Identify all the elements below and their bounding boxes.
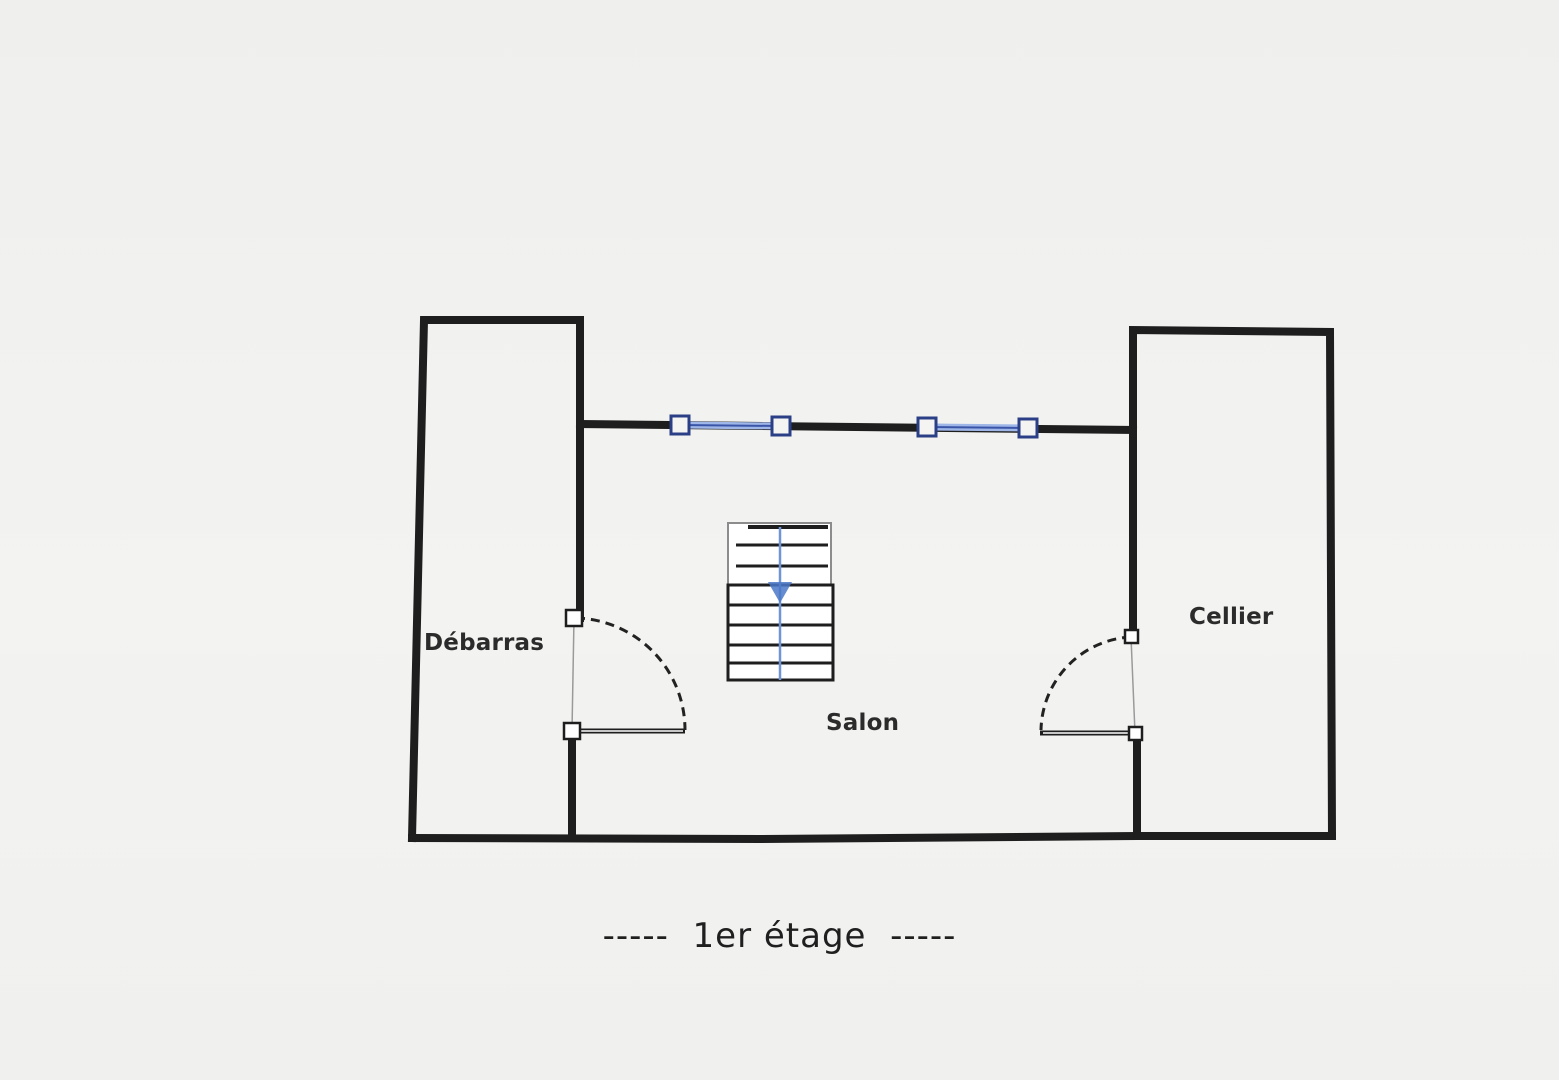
bottom-wall <box>407 832 1336 844</box>
door-cellier <box>1039 628 1144 742</box>
door-swing-arc <box>575 616 687 731</box>
window-node <box>669 414 691 436</box>
cellier-wall <box>1129 325 1337 841</box>
door-debarras <box>562 608 687 741</box>
room-label-salon: Salon <box>826 710 900 736</box>
window-node <box>770 415 792 437</box>
window-left-frame <box>679 424 782 427</box>
door-hinge-node <box>562 721 582 741</box>
stair-arrow-icon <box>768 582 792 603</box>
window-node <box>1017 417 1039 439</box>
debarras-wall <box>407 316 584 843</box>
door-hinge-node <box>1123 628 1140 645</box>
salon-top-wall <box>575 419 1138 435</box>
windows <box>669 414 1039 439</box>
door-swing-arc <box>1039 635 1132 731</box>
walls <box>407 316 1337 844</box>
window-right-frame <box>926 426 1029 429</box>
door-opening-line <box>1130 636 1136 734</box>
floor-caption: ----- 1er étage ----- <box>602 916 957 956</box>
door-hinge-node <box>1127 725 1144 742</box>
staircase <box>726 522 835 682</box>
door-opening-line <box>571 617 575 732</box>
room-label-debarras: Débarras <box>424 630 545 656</box>
room-label-cellier: Cellier <box>1189 604 1274 630</box>
door-hinge-node <box>564 608 584 628</box>
window-node <box>916 416 938 438</box>
